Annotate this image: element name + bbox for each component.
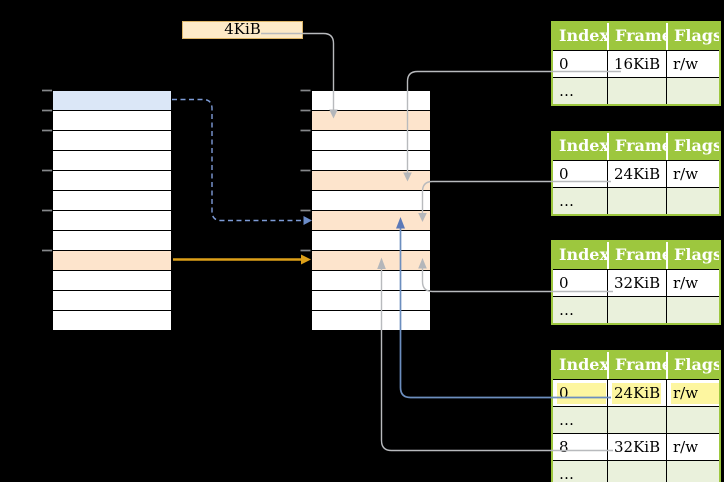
physical-frame-row-5 — [312, 171, 430, 191]
virtual-memory-row-4 — [53, 151, 171, 171]
cell-flags — [666, 187, 719, 214]
page-size-label: 4KiB — [224, 20, 261, 38]
table-row-ellipsis: … — [553, 187, 719, 214]
cell-frame: 32KiB — [607, 433, 666, 460]
virtual-memory-row-1 — [53, 91, 171, 111]
physical-memory-address-ticks — [300, 89, 311, 252]
column-header-frame: Frame — [607, 242, 666, 269]
highlight-frame: 24KiB — [612, 383, 661, 404]
cell-flags — [666, 77, 719, 104]
cell-flags: r/w — [666, 50, 719, 77]
virtual-memory-row-7 — [53, 211, 171, 231]
column-header-frame: Frame — [607, 352, 666, 379]
page-table-4: Index Frame Flags 0 24KiB r/w … 8 32KiB … — [551, 350, 721, 482]
column-header-frame: Frame — [607, 23, 666, 50]
table-header-row: Index Frame Flags — [553, 242, 719, 269]
table-header-row: Index Frame Flags — [553, 352, 719, 379]
highlight-index: 0 — [557, 383, 606, 404]
page-table-3: Index Frame Flags 0 32KiB r/w … — [551, 240, 721, 325]
table-row-ellipsis: … — [553, 296, 719, 323]
connector-virtual-row1-to-frame-row7 — [172, 98, 303, 222]
cell-frame — [607, 296, 666, 323]
physical-frame-row-4 — [312, 151, 430, 171]
column-header-frame: Frame — [607, 133, 666, 160]
virtual-memory-row-11 — [53, 291, 171, 311]
column-header-index: Index — [553, 23, 607, 50]
physical-memory-table — [311, 90, 431, 331]
arrowhead-virtual-row9 — [301, 254, 311, 265]
column-header-index: Index — [553, 242, 607, 269]
physical-frame-row-9 — [312, 251, 430, 271]
virtual-memory-row-12 — [53, 311, 171, 330]
physical-frame-row-12 — [312, 311, 430, 330]
table-row-ellipsis: … — [553, 460, 719, 482]
cell-frame: 16KiB — [607, 50, 666, 77]
table-row: 0 24KiB r/w — [553, 160, 719, 187]
cell-flags — [666, 296, 719, 323]
virtual-memory-row-2 — [53, 111, 171, 131]
virtual-memory-row-8 — [53, 231, 171, 251]
table-row: 0 32KiB r/w — [553, 269, 719, 296]
virtual-memory-row-10 — [53, 271, 171, 291]
virtual-memory-table — [52, 90, 172, 331]
cell-index: 0 — [553, 160, 607, 187]
cell-frame — [607, 77, 666, 104]
cell-frame — [607, 460, 666, 482]
cell-flags: r/w — [666, 160, 719, 187]
cell-frame: 24KiB — [607, 379, 666, 406]
physical-frame-row-6 — [312, 191, 430, 211]
cell-index: 0 — [553, 269, 607, 296]
column-header-flags: Flags — [666, 23, 719, 50]
page-table-2: Index Frame Flags 0 24KiB r/w … — [551, 131, 721, 216]
cell-index: … — [553, 406, 607, 433]
table-row-ellipsis: … — [553, 406, 719, 433]
cell-frame — [607, 187, 666, 214]
physical-frame-row-3 — [312, 131, 430, 151]
highlight-flags: r/w — [671, 383, 719, 404]
cell-frame: 24KiB — [607, 160, 666, 187]
column-header-flags: Flags — [666, 352, 719, 379]
cell-index: … — [553, 77, 607, 104]
cell-index: 8 — [553, 433, 607, 460]
cell-flags — [666, 460, 719, 482]
page-table-1: Index Frame Flags 0 16KiB r/w … — [551, 21, 721, 106]
page-size-label-box: 4KiB — [182, 21, 303, 39]
cell-index: … — [553, 460, 607, 482]
column-header-index: Index — [553, 352, 607, 379]
cell-flags: r/w — [666, 379, 719, 406]
cell-flags: r/w — [666, 269, 719, 296]
physical-frame-row-7 — [312, 211, 430, 231]
cell-index: 0 — [553, 50, 607, 77]
cell-frame — [607, 406, 666, 433]
cell-frame: 32KiB — [607, 269, 666, 296]
physical-frame-row-1 — [312, 91, 430, 111]
virtual-memory-row-3 — [53, 131, 171, 151]
cell-index: 0 — [553, 379, 607, 406]
column-header-flags: Flags — [666, 242, 719, 269]
virtual-memory-row-6 — [53, 191, 171, 211]
column-header-index: Index — [553, 133, 607, 160]
virtual-memory-address-ticks — [42, 89, 52, 252]
cell-index: … — [553, 296, 607, 323]
table-row-highlighted: 0 24KiB r/w — [553, 379, 719, 406]
physical-frame-row-11 — [312, 291, 430, 311]
cell-flags: r/w — [666, 433, 719, 460]
virtual-memory-row-9 — [53, 251, 171, 271]
table-row-ellipsis: … — [553, 77, 719, 104]
table-header-row: Index Frame Flags — [553, 133, 719, 160]
physical-frame-row-2 — [312, 111, 430, 131]
table-header-row: Index Frame Flags — [553, 23, 719, 50]
column-header-flags: Flags — [666, 133, 719, 160]
virtual-memory-row-5 — [53, 171, 171, 191]
cell-index: … — [553, 187, 607, 214]
physical-frame-row-10 — [312, 271, 430, 291]
table-row: 8 32KiB r/w — [553, 433, 719, 460]
physical-frame-row-8 — [312, 231, 430, 251]
cell-flags — [666, 406, 719, 433]
table-row: 0 16KiB r/w — [553, 50, 719, 77]
